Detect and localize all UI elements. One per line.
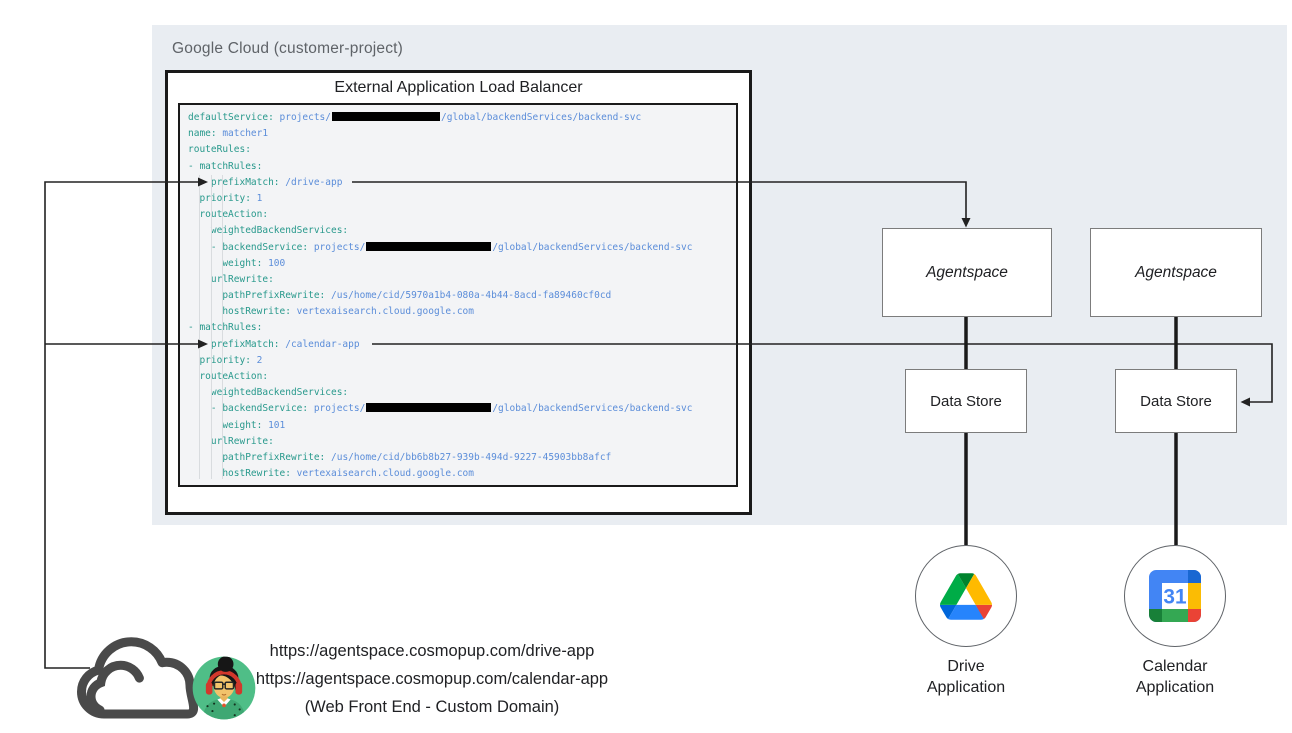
code-line: weight: 100 <box>188 257 286 269</box>
datastore-label: Data Store <box>1140 392 1212 410</box>
datastore-box-right: Data Store <box>1115 369 1237 433</box>
lb-code: defaultService: projects//global/backend… <box>178 103 738 487</box>
code-line: - prefixMatch: /calendar-app <box>188 338 360 350</box>
code-line: hostRewrite: vertexaisearch.cloud.google… <box>188 306 474 318</box>
agentspace-box-right: Agentspace <box>1090 228 1262 317</box>
google-calendar-icon: 31 <box>1149 570 1201 622</box>
code-line: urlRewrite: <box>188 273 274 285</box>
code-line: - backendService: projects//global/backe… <box>188 403 693 415</box>
frontend-url-calendar: https://agentspace.cosmopup.com/calendar… <box>255 670 609 688</box>
code-line: routeAction: <box>188 371 269 382</box>
code-line: weightedBackendServices: <box>188 225 349 237</box>
drive-app-label: Drive Application <box>926 658 1006 696</box>
code-line: weight: 101 <box>188 419 286 431</box>
agentspace-label: Agentspace <box>926 263 1008 281</box>
calendar-day-number: 31 <box>1163 585 1186 608</box>
agentspace-label: Agentspace <box>1135 263 1217 281</box>
frontend-url-drive: https://agentspace.cosmopup.com/drive-ap… <box>269 642 595 660</box>
frontend-url-block: https://agentspace.cosmopup.com/drive-ap… <box>252 637 612 721</box>
indent-guide <box>211 175 212 479</box>
redaction-bar <box>366 241 492 251</box>
datastore-box-left: Data Store <box>905 369 1027 433</box>
code-line: priority: 1 <box>188 192 263 204</box>
calendar-app-label: Calendar Application <box>1135 658 1215 696</box>
google-drive-icon <box>940 572 992 620</box>
redaction-bar <box>366 403 492 413</box>
indent-guide <box>199 175 200 479</box>
code-line: routeAction: <box>188 209 269 221</box>
code-line: pathPrefixRewrite: /us/home/cid/5970a1b4… <box>188 290 612 302</box>
google-cloud-project-label: Google Cloud (customer-project) <box>172 40 404 57</box>
drive-app-circle <box>915 545 1017 647</box>
code-line: - matchRules: <box>188 322 263 334</box>
frontend-caption: (Web Front End - Custom Domain) <box>304 698 560 716</box>
agentspace-box-left: Agentspace <box>882 228 1052 317</box>
code-line: weightedBackendServices: <box>188 387 349 399</box>
code-line: defaultService: projects//global/backend… <box>188 112 642 123</box>
redaction-bar <box>332 112 440 121</box>
code-line: pathPrefixRewrite: /us/home/cid/bb6b8b27… <box>188 451 612 463</box>
code-line: - prefixMatch: /drive-app <box>188 176 343 188</box>
indent-guide <box>222 175 223 479</box>
load-balancer-title: External Application Load Balancer <box>334 79 583 96</box>
calendar-app-circle: 31 <box>1124 545 1226 647</box>
datastore-label: Data Store <box>930 392 1002 410</box>
code-line: - backendService: projects//global/backe… <box>188 241 693 253</box>
code-line: urlRewrite: <box>188 435 274 447</box>
code-line: priority: 2 <box>188 354 263 366</box>
user-avatar-icon <box>191 655 257 721</box>
code-line: routeRules: <box>188 144 251 156</box>
code-line: - matchRules: <box>188 160 263 172</box>
code-line: name: matcher1 <box>188 128 269 140</box>
code-line: hostRewrite: vertexaisearch.cloud.google… <box>188 468 474 480</box>
